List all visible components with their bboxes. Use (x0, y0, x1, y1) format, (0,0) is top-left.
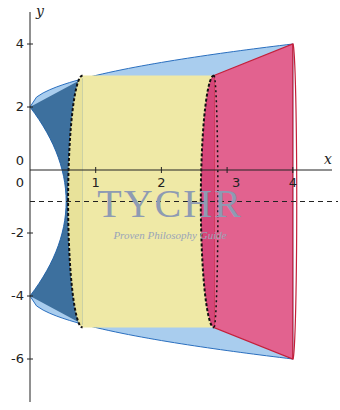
tick-label: -2 (11, 226, 24, 239)
tick-mark (27, 44, 33, 45)
axis-label: x (324, 152, 332, 166)
x-axis (30, 170, 332, 171)
tick-label: 2 (16, 100, 24, 113)
watermark: Proven Philosophy Guide (113, 230, 226, 241)
tick-mark (27, 359, 33, 360)
tick-mark (161, 167, 162, 173)
tick-label: 0 (16, 154, 24, 167)
watermark: TYCHR (97, 184, 243, 224)
tick-label: -6 (11, 352, 24, 365)
tick-mark (227, 167, 228, 173)
tick-label: -4 (11, 289, 24, 302)
tick-mark (27, 233, 33, 234)
tick-mark (292, 167, 293, 173)
tick-mark (95, 167, 96, 173)
tick-label: 4 (16, 37, 24, 50)
axis-label: y (36, 4, 44, 18)
tick-mark (27, 107, 33, 108)
tick-mark (27, 296, 33, 297)
tick-label: 4 (289, 176, 297, 189)
y-axis (30, 12, 31, 402)
tick-label: 0 (16, 176, 24, 189)
